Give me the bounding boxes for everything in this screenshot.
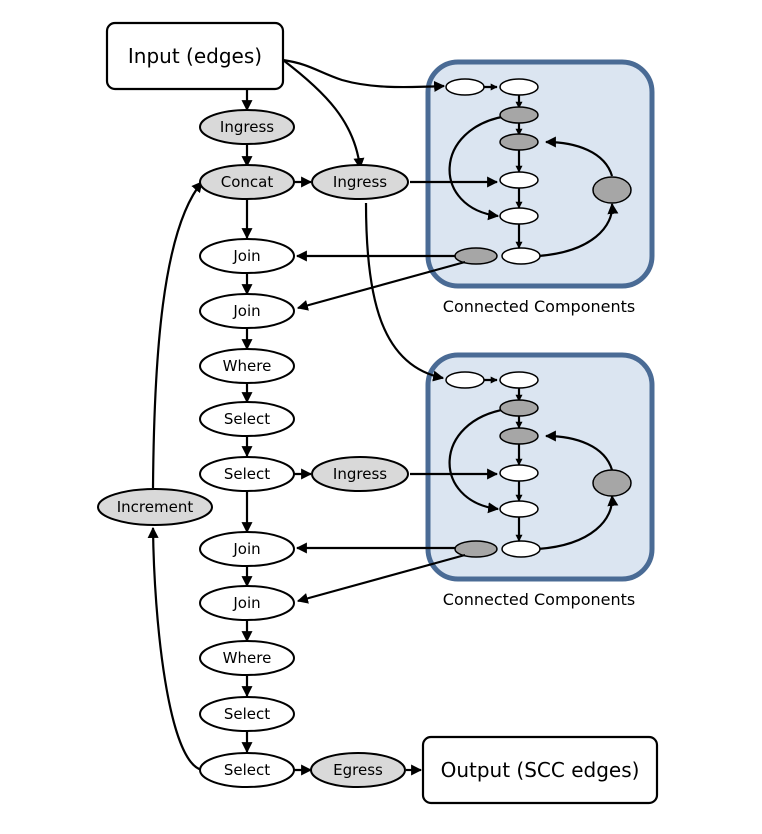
node-ingress-low: Ingress (311, 456, 409, 492)
svg-text:Where: Where (223, 357, 272, 375)
cc-caption-top: Connected Components (443, 297, 635, 316)
output-box: Output (SCC edges) (421, 735, 659, 805)
svg-text:Select: Select (224, 410, 270, 428)
node-where-1: Where (199, 348, 295, 384)
svg-text:Increment: Increment (117, 498, 194, 516)
flow-edges (147, 58, 499, 776)
node-select-3: Select (199, 696, 295, 732)
input-box: Input (edges) (105, 21, 285, 91)
node-concat: Concat (199, 164, 295, 200)
node-ingress-top: Ingress (199, 109, 295, 145)
node-where-2: Where (199, 640, 295, 676)
node-select-4: Select (199, 752, 295, 788)
svg-text:Egress: Egress (333, 761, 383, 779)
node-join-3: Join (199, 531, 295, 567)
node-join-1: Join (199, 238, 295, 274)
svg-text:Select: Select (224, 761, 270, 779)
cc-panel-bottom (425, 352, 655, 582)
cc-caption-bottom: Connected Components (443, 590, 635, 609)
svg-text:Join: Join (232, 247, 260, 265)
svg-text:Join: Join (232, 594, 260, 612)
svg-text:Concat: Concat (221, 173, 274, 191)
node-increment: Increment (97, 488, 213, 526)
svg-text:Where: Where (223, 649, 272, 667)
node-ingress-mid: Ingress (311, 164, 409, 200)
node-join-4: Join (199, 585, 295, 621)
svg-text:Ingress: Ingress (333, 173, 387, 191)
cc-panel-top (425, 59, 655, 289)
svg-text:Join: Join (232, 302, 260, 320)
node-select-1: Select (199, 401, 295, 437)
node-join-2: Join (199, 293, 295, 329)
svg-text:Ingress: Ingress (333, 465, 387, 483)
svg-text:Select: Select (224, 465, 270, 483)
node-select-2: Select (199, 456, 295, 492)
svg-text:Join: Join (232, 540, 260, 558)
output-box-label: Output (SCC edges) (441, 758, 640, 782)
svg-text:Select: Select (224, 705, 270, 723)
svg-text:Ingress: Ingress (220, 118, 274, 136)
input-box-label: Input (edges) (128, 44, 262, 68)
node-egress: Egress (310, 752, 406, 788)
